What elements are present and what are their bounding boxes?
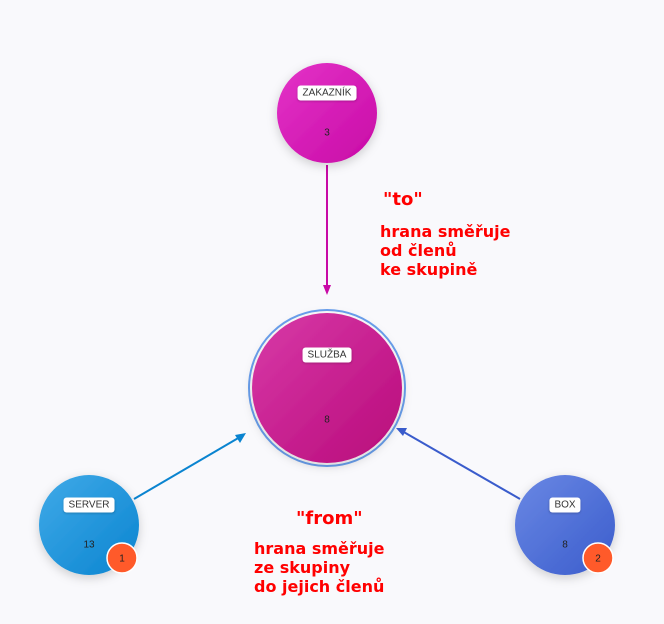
node-label: SLUŽBA (302, 347, 352, 363)
node-count: 8 (562, 539, 568, 551)
edge-sluzba-server[interactable] (133, 436, 241, 500)
node-sluzba[interactable] (252, 313, 402, 463)
node-count: 3 (324, 127, 330, 139)
arrow-head (235, 433, 246, 443)
node-label: SERVER (63, 497, 115, 513)
to-text: hrana směřuje od členů ke skupině (380, 222, 511, 279)
node-label: ZAKAZNÍK (297, 85, 357, 101)
node-label: BOX (549, 497, 581, 513)
node-count: 13 (83, 539, 95, 551)
node-zakaznik[interactable] (277, 63, 377, 163)
edge-sluzba-box[interactable] (401, 430, 521, 500)
badge-server (106, 542, 138, 574)
badge-box (582, 542, 614, 574)
badge-count: 2 (595, 553, 601, 565)
arrow-head (323, 285, 331, 295)
to-title: "to" (383, 189, 423, 210)
from-title: "from" (296, 508, 363, 529)
from-text: hrana směřuje ze skupiny do jejich členů (254, 539, 385, 596)
badge-count: 1 (119, 553, 125, 565)
arrow-head (396, 428, 407, 436)
node-count: 8 (324, 414, 330, 426)
